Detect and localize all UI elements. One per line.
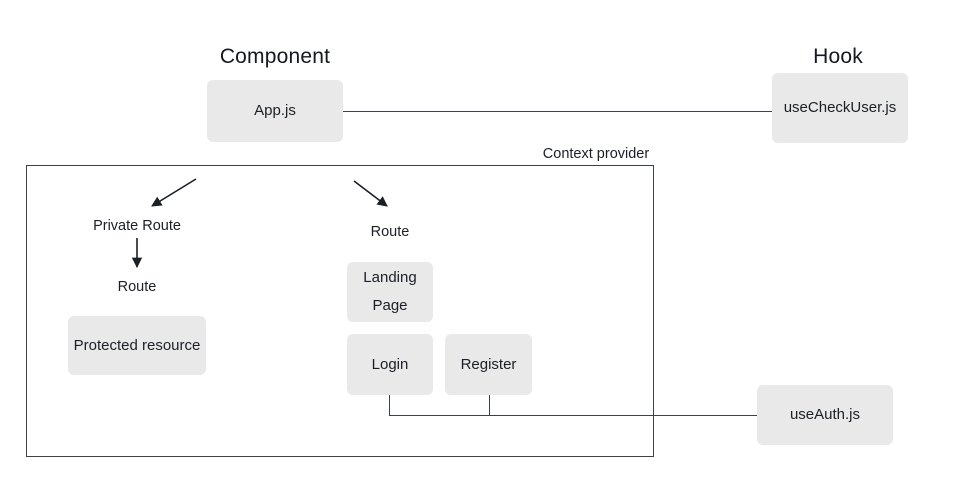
label-public-route: Route	[370, 224, 410, 240]
node-landing-page-line1: Landing	[363, 268, 417, 286]
column-header-hook: Hook	[813, 45, 863, 68]
node-use-check-user-js[interactable]: useCheckUser.js	[772, 73, 908, 143]
label-private-route: Private Route	[93, 218, 181, 234]
node-landing-page-line2: Page	[372, 297, 408, 314]
column-header-component: Component	[219, 45, 331, 68]
edge-auth-bus-to-useauth	[389, 415, 757, 417]
edge-register-stem	[489, 395, 491, 416]
context-provider-frame	[26, 165, 654, 457]
node-use-auth-js[interactable]: useAuth.js	[757, 385, 893, 445]
node-protected-resource[interactable]: Protected resource	[68, 316, 206, 375]
node-app-js[interactable]: App.js	[207, 80, 343, 142]
node-landing-page[interactable]: Landing Page	[347, 262, 433, 322]
edge-login-stem	[389, 395, 391, 416]
node-register[interactable]: Register	[445, 334, 532, 395]
label-private-route-child: Route	[117, 279, 157, 295]
node-login[interactable]: Login	[347, 334, 433, 395]
context-provider-label: Context provider	[542, 146, 650, 162]
edge-app-to-usecheckuser	[343, 111, 772, 113]
